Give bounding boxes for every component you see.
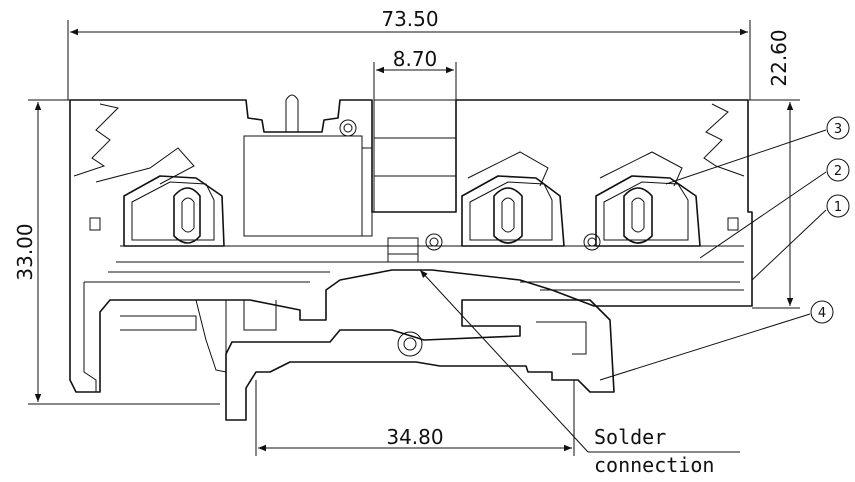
solder-connection-note: Solder connection (419, 269, 740, 477)
bottom-width-label: 34.80 (386, 425, 443, 449)
callout-2: 2 (699, 158, 850, 259)
dimension-bottom-width: 34.80 (255, 380, 575, 456)
note-line-1: Solder (594, 425, 666, 449)
dimension-overall-width: 73.50 (67, 7, 751, 100)
overall-width-label: 73.50 (381, 7, 438, 31)
left-height-label: 33.00 (13, 223, 37, 280)
din-rail-foot (225, 299, 615, 421)
housing (69, 94, 753, 396)
dimension-left-height: 33.00 (13, 99, 246, 405)
callout-2-label: 2 (834, 164, 842, 179)
dimension-right-height: 22.60 (748, 29, 800, 309)
callout-1: 1 (751, 194, 850, 281)
dimension-top-width: 8.70 (373, 47, 457, 100)
spring-clamp-left (95, 147, 225, 247)
right-height-label: 22.60 (767, 29, 791, 86)
callout-1-label: 1 (834, 200, 842, 215)
callout-4: 4 (599, 300, 834, 381)
callout-4-label: 4 (818, 306, 826, 321)
callout-3-label: 3 (834, 122, 842, 137)
spring-clamp-right (595, 151, 701, 247)
callout-3: 3 (665, 116, 850, 185)
note-line-2: connection (594, 453, 714, 477)
top-width-label: 8.70 (393, 47, 438, 71)
spring-clamp-middle (461, 151, 565, 247)
